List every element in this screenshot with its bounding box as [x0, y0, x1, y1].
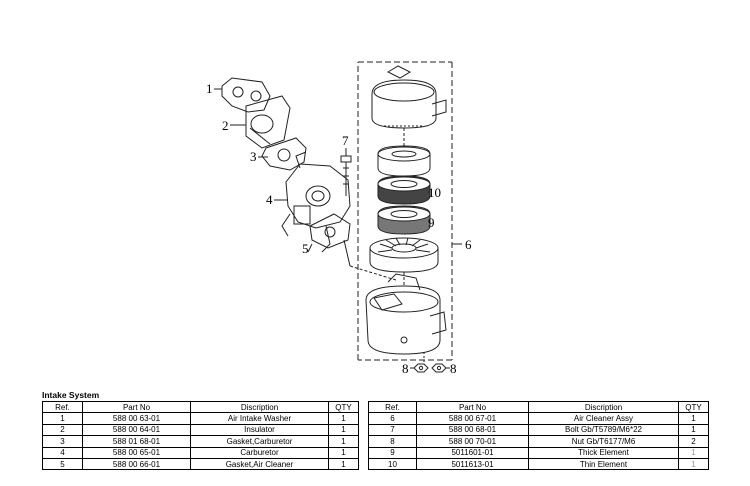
- table-header-row: Ref. Part No Discription QTY: [368, 400, 709, 414]
- cell-ref: 9: [368, 446, 417, 459]
- cell-part-no: 588 00 65-01: [82, 446, 191, 459]
- cell-description: Air Cleaner Assy: [528, 412, 679, 425]
- callout-3: 3: [250, 149, 257, 164]
- cell-part-no: 588 00 67-01: [416, 412, 529, 425]
- cell-description: Bolt Gb/T5789/M6*22: [528, 423, 679, 437]
- part-carburetor-gasket: [258, 137, 307, 171]
- cell-description: Air Intake Washer: [190, 412, 329, 425]
- callout-8-right: 8: [450, 361, 457, 376]
- table-row: 6 588 00 67-01 Air Cleaner Assy 1: [368, 412, 709, 425]
- table-row: 4 588 00 65-01 Carburetor 1: [42, 446, 359, 459]
- cell-qty: 1: [678, 423, 709, 437]
- cell-description: Carburetor: [190, 446, 329, 459]
- callout-9: 9: [428, 215, 435, 230]
- col-header-description: Discription: [528, 400, 679, 414]
- callout-1: 1: [206, 81, 213, 96]
- col-header-qty: QTY: [678, 400, 709, 414]
- part-element-holder: [369, 237, 439, 273]
- cell-description: Thick Element: [528, 446, 679, 459]
- table-row: 8 588 00 70-01 Nut Gb/T6177/M6 2: [368, 435, 709, 448]
- cell-description: Gasket,Carburetor: [190, 435, 329, 448]
- callout-6: 6: [465, 237, 472, 252]
- cell-description: Gasket,Air Cleaner: [190, 457, 329, 471]
- cell-qty: 1: [678, 457, 709, 471]
- cell-qty: 1: [328, 412, 359, 425]
- table-header-row: Ref. Part No Discription QTY: [42, 400, 359, 414]
- parts-table-right: Ref. Part No Discription QTY 6 588 00 67…: [368, 400, 709, 471]
- cell-ref: 6: [368, 412, 417, 425]
- col-header-description: Discription: [190, 400, 329, 414]
- part-thick-element: [377, 175, 431, 235]
- table-row: 1 588 00 63-01 Air Intake Washer 1: [42, 412, 359, 425]
- col-header-ref: Ref.: [368, 400, 417, 414]
- cell-ref: 1: [42, 412, 83, 425]
- cell-description: Insulator: [190, 423, 329, 437]
- callout-2: 2: [222, 118, 229, 133]
- cell-qty: 1: [328, 423, 359, 437]
- cell-ref: 4: [42, 446, 83, 459]
- table-row: 7 588 00 68-01 Bolt Gb/T5789/M6*22 1: [368, 423, 709, 437]
- col-header-qty: QTY: [328, 400, 359, 414]
- part-air-intake-washer: [214, 77, 271, 113]
- part-insulator: [230, 95, 291, 149]
- cell-part-no: 588 00 68-01: [416, 423, 529, 437]
- part-thin-element: [377, 145, 431, 177]
- cell-part-no: 588 00 64-01: [82, 423, 191, 437]
- cell-part-no: 5011613-01: [416, 457, 529, 471]
- part-carburetor: [274, 151, 351, 253]
- col-header-ref: Ref.: [42, 400, 83, 414]
- cell-ref: 8: [368, 435, 417, 448]
- cell-ref: 5: [42, 457, 83, 471]
- table-row: 9 5011601-01 Thick Element 1: [368, 446, 709, 459]
- callout-10: 10: [428, 185, 441, 200]
- cell-qty: 1: [328, 446, 359, 459]
- part-air-cleaner-cover: [371, 65, 447, 146]
- cell-ref: 7: [368, 423, 417, 437]
- callout-8-left: 8: [402, 361, 409, 376]
- cell-qty: 2: [678, 435, 709, 448]
- table-row: 2 588 00 64-01 Insulator 1: [42, 423, 359, 437]
- table-row: 3 588 01 68-01 Gasket,Carburetor 1: [42, 435, 359, 448]
- parts-table-left: Ref. Part No Discription QTY 1 588 00 63…: [42, 400, 359, 471]
- cell-part-no: 5011601-01: [416, 446, 529, 459]
- cell-ref: 10: [368, 457, 417, 471]
- callout-7: 7: [342, 133, 349, 148]
- exploded-parts-diagram: 1 2 3 7 4 5 10 9 6 8 8: [206, 61, 472, 376]
- table-row: 5 588 00 66-01 Gasket,Air Cleaner 1: [42, 457, 359, 471]
- table-row: 10 5011613-01 Thin Element 1: [368, 457, 709, 471]
- cell-part-no: 588 00 66-01: [82, 457, 191, 471]
- cell-part-no: 588 00 63-01: [82, 412, 191, 425]
- air-cleaner-assembly-box: [357, 61, 462, 361]
- col-header-part-no: Part No: [416, 400, 529, 414]
- cell-part-no: 588 00 70-01: [416, 435, 529, 448]
- part-air-cleaner-base: [349, 265, 447, 355]
- cell-qty: 1: [678, 446, 709, 459]
- cell-qty: 1: [678, 412, 709, 425]
- callout-4: 4: [266, 192, 273, 207]
- callout-5: 5: [302, 241, 309, 256]
- part-air-cleaner-gasket: [307, 213, 351, 267]
- col-header-part-no: Part No: [82, 400, 191, 414]
- part-nuts: [410, 352, 450, 373]
- cell-part-no: 588 01 68-01: [82, 435, 191, 448]
- cell-qty: 1: [328, 435, 359, 448]
- part-bolt: [340, 148, 352, 196]
- cell-ref: 3: [42, 435, 83, 448]
- cell-qty: 1: [328, 457, 359, 471]
- section-title: Intake System: [42, 390, 100, 400]
- cell-description: Nut Gb/T6177/M6: [528, 435, 679, 448]
- cell-ref: 2: [42, 423, 83, 437]
- cell-description: Thin Element: [528, 457, 679, 471]
